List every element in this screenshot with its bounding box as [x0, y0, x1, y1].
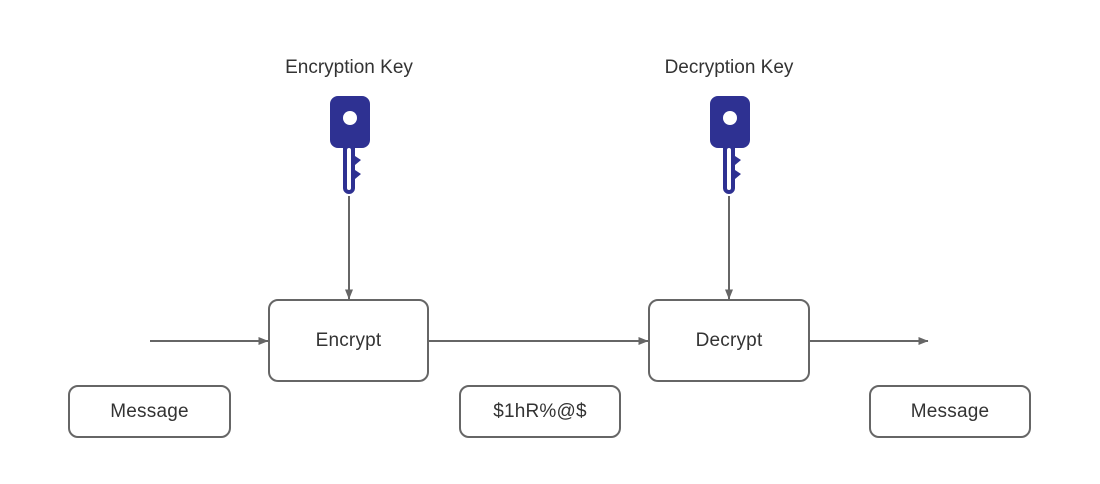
plaintext-input-box[interactable]: Message — [68, 385, 231, 438]
decryption-key-label: Decryption Key — [664, 57, 794, 78]
key-icon — [710, 96, 750, 194]
ciphertext-box[interactable]: $1hR%@$ — [459, 385, 621, 438]
plaintext-output-box[interactable]: Message — [869, 385, 1031, 438]
encryption-key-label: Encryption Key — [285, 57, 413, 78]
key-icon — [330, 96, 370, 194]
encrypt-process-box[interactable]: Encrypt — [268, 299, 429, 382]
decrypt-process-box[interactable]: Decrypt — [648, 299, 810, 382]
